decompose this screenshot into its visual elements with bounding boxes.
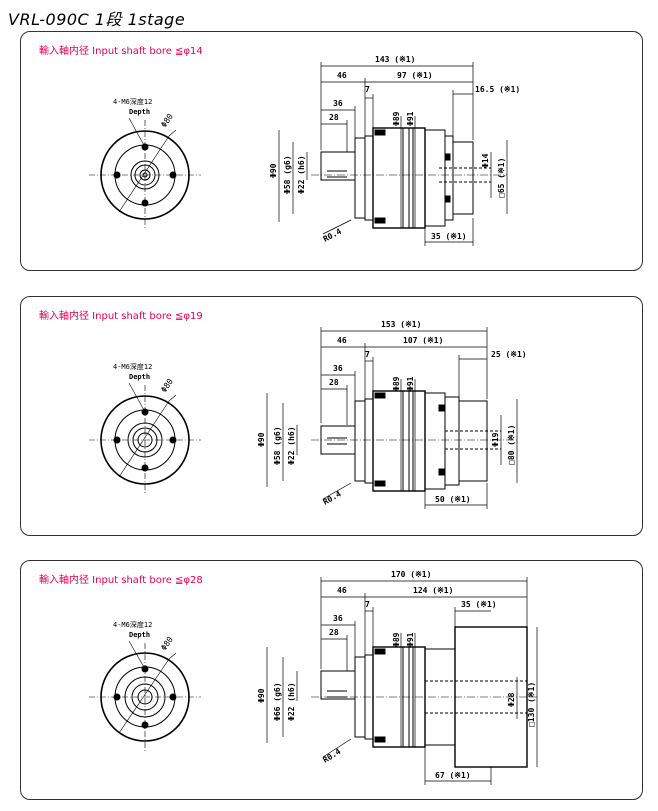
dim-7: 7 bbox=[365, 85, 370, 94]
depth-label: Depth bbox=[129, 108, 150, 116]
dim-r04: R0.4 bbox=[322, 489, 343, 507]
depth-label: Depth bbox=[129, 631, 150, 639]
dim-square: □80 (※1) bbox=[507, 425, 516, 465]
pcd-label: Φ80 bbox=[159, 377, 175, 394]
page-title: VRL-090C 1段 1stage bbox=[8, 10, 186, 29]
hole-callout: 4-M6深度12 bbox=[113, 97, 152, 106]
dim-phi89: Φ89 bbox=[392, 376, 401, 391]
dim-phi91: Φ91 bbox=[406, 376, 415, 391]
input-shaft-bore-label: 輸入軸内径 Input shaft bore ≦φ28 bbox=[39, 575, 203, 586]
dim-r04: R0.4 bbox=[322, 227, 343, 244]
input-shaft-bore-label: 輸入軸内径 Input shaft bore ≦φ19 bbox=[39, 311, 203, 322]
dim-phi89: Φ89 bbox=[392, 111, 401, 126]
dim-bore: Φ19 bbox=[491, 432, 500, 447]
input-shaft-bore-label: 輸入軸内径 Input shaft bore ≦φ14 bbox=[39, 46, 203, 57]
dim-bore: Φ28 bbox=[507, 692, 516, 707]
drawing-3: 4-M6深度12 Depth Φ80 bbox=[89, 570, 538, 785]
dim-28: 28 bbox=[329, 628, 339, 637]
dim-phi91: Φ91 bbox=[406, 111, 415, 126]
dim-phi22: Φ22 (h6) bbox=[287, 426, 296, 465]
pcd-label: Φ80 bbox=[159, 635, 175, 652]
front-view bbox=[89, 382, 201, 495]
dim-phi22: Φ22 (h6) bbox=[297, 155, 306, 194]
dim-7: 7 bbox=[365, 600, 370, 609]
dim-46: 46 bbox=[337, 71, 347, 80]
drawing-1: 4-M6深度12 Depth Φ80 bbox=[89, 55, 520, 246]
dim-overall-length: 153 (※1) bbox=[381, 320, 421, 329]
dim-bore: Φ14 bbox=[481, 153, 490, 168]
side-view bbox=[311, 390, 517, 492]
dim-bottom: 35 (※1) bbox=[431, 232, 467, 241]
dim-28: 28 bbox=[329, 378, 339, 387]
drawing-panel-1: 輸入軸内径 Input shaft bore ≦φ14 4-M6深度12 Dep… bbox=[20, 31, 643, 271]
side-view bbox=[311, 626, 537, 768]
front-view bbox=[89, 117, 201, 230]
dim-phi89: Φ89 bbox=[392, 632, 401, 647]
front-view bbox=[89, 640, 201, 751]
dimensions bbox=[266, 327, 518, 509]
dim-35: 35 (※1) bbox=[461, 600, 497, 609]
dim-28: 28 bbox=[329, 113, 339, 122]
dim-bottom: 67 (※1) bbox=[435, 771, 471, 780]
dim-overall-length: 170 (※1) bbox=[391, 570, 431, 579]
drawing-panel-3: 輸入軸内径 Input shaft bore ≦φ28 4-M6深度12 Dep… bbox=[20, 560, 643, 800]
dim-phi66: Φ66 (g6) bbox=[273, 682, 282, 721]
dim-r04: R0.4 bbox=[321, 747, 342, 765]
dim-phi58: Φ58 (g6) bbox=[283, 155, 292, 194]
drawing-panel-2: 輸入軸内径 Input shaft bore ≦φ19 4-M6深度12 Dep… bbox=[20, 296, 643, 536]
dim-square: □130 (※1) bbox=[527, 682, 536, 727]
dim-124: 124 (※1) bbox=[413, 586, 453, 595]
dim-phi58: Φ58 (g6) bbox=[273, 426, 282, 465]
dim-phi22: Φ22 (h6) bbox=[287, 682, 296, 721]
hole-callout: 4-M6深度12 bbox=[113, 620, 152, 629]
drawing-2: 4-M6深度12 Depth Φ80 bbox=[89, 320, 527, 509]
dim-phi90: Φ90 bbox=[269, 163, 278, 178]
dim-46: 46 bbox=[337, 586, 347, 595]
dim-7: 7 bbox=[365, 350, 370, 359]
dim-97: 97 (※1) bbox=[397, 71, 433, 80]
dim-bottom: 50 (※1) bbox=[435, 495, 471, 504]
dim-36: 36 bbox=[333, 364, 343, 373]
dim-46: 46 bbox=[337, 336, 347, 345]
side-view bbox=[311, 127, 507, 229]
depth-label: Depth bbox=[129, 373, 150, 381]
dim-107: 107 (※1) bbox=[403, 336, 443, 345]
dim-25: 25 (※1) bbox=[491, 350, 527, 359]
dimensions bbox=[266, 577, 538, 785]
dim-phi91: Φ91 bbox=[406, 632, 415, 647]
dim-phi90: Φ90 bbox=[257, 688, 266, 703]
dim-overall-length: 143 (※1) bbox=[375, 55, 415, 64]
dim-16-5: 16.5 (※1) bbox=[475, 85, 520, 94]
dim-phi90: Φ90 bbox=[257, 432, 266, 447]
pcd-label: Φ80 bbox=[159, 112, 175, 129]
dim-square: □65 (※1) bbox=[497, 158, 506, 198]
dim-36: 36 bbox=[333, 99, 343, 108]
dim-36: 36 bbox=[333, 614, 343, 623]
dimensions bbox=[278, 62, 508, 246]
hole-callout: 4-M6深度12 bbox=[113, 362, 152, 371]
